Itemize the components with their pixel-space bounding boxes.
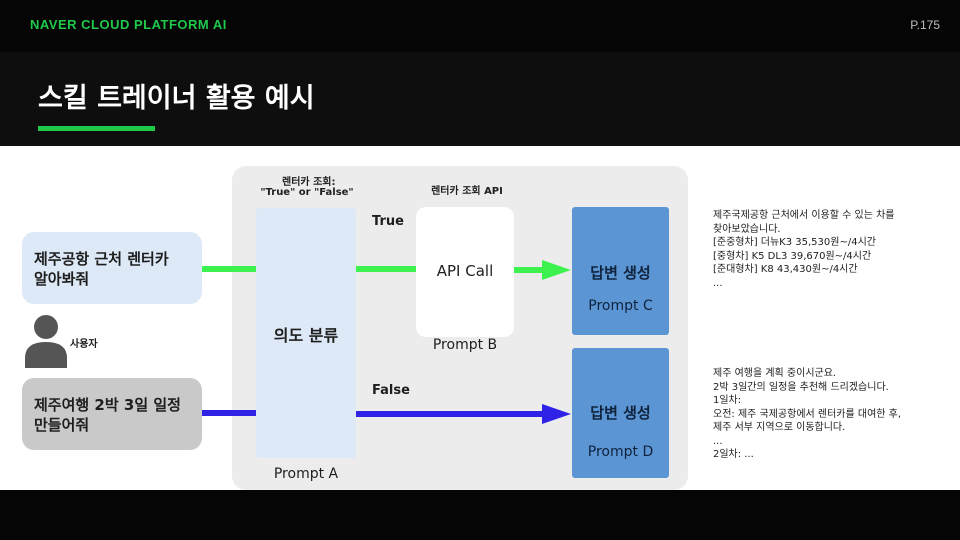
rental-response: 제주국제공항 근처에서 이용할 수 있는 차를 찾아보았습니다. [준중형차] … <box>713 209 895 290</box>
user-label: 사용자 <box>70 339 98 350</box>
trip-response-line: 제주 여행을 계획 중이시군요. <box>713 368 837 379</box>
user-query-bubble-1 <box>22 232 202 304</box>
prompt-d-label: Prompt D <box>587 444 654 460</box>
top-bar: NAVER CLOUD PLATFORM AI P.175 <box>0 0 960 52</box>
brand-label: NAVER CLOUD PLATFORM AI <box>30 17 227 32</box>
answer-box-c <box>572 207 669 335</box>
answer-box-d <box>572 348 669 478</box>
rental-response-line: ... <box>713 277 723 289</box>
intent-header-line-2: "True" or "False" <box>260 187 354 198</box>
user-query-1-line-2: 알아봐줘 <box>34 270 90 288</box>
user-query-bubble-2 <box>22 378 202 450</box>
rental-response-line: 찾아보았습니다. <box>713 223 781 235</box>
rental-response-line: [준대형차] K8 43,430원~/4시간 <box>713 264 858 275</box>
intent-header-line-1: 렌터카 조회: <box>282 177 336 188</box>
page-number: P.175 <box>910 18 940 32</box>
api-header: 렌터카 조회 API <box>431 186 503 197</box>
true-label: True <box>372 214 404 229</box>
api-call-box <box>416 207 514 337</box>
user-query-2-line-2: 만들어줘 <box>34 416 90 434</box>
user-icon <box>25 315 67 368</box>
user-query-1: 제주공항 근처 렌터카 알아봐줘 <box>34 249 169 289</box>
title-underline <box>38 126 155 131</box>
intent-label: 의도 분류 <box>273 326 339 345</box>
slide-title: 스킬 트레이너 활용 예시 <box>38 83 315 114</box>
trip-response-line: ... <box>713 435 723 447</box>
user-query-2-line-1: 제주여행 2박 3일 일정 <box>34 396 181 414</box>
trip-response-line: 2박 3일간의 일정을 추천해 드리겠습니다. <box>713 381 889 393</box>
trip-response: 제주 여행을 계획 중이시군요. 2박 3일간의 일정을 추천해 드리겠습니다.… <box>713 367 901 462</box>
intent-classifier-box <box>256 208 356 458</box>
prompt-a-label: Prompt A <box>273 466 339 482</box>
user-query-2: 제주여행 2박 3일 일정 만들어줘 <box>34 395 181 435</box>
trip-response-line: 2일차: ... <box>713 449 754 460</box>
prompt-b-label: Prompt B <box>432 337 498 353</box>
rental-response-line: 제주국제공항 근처에서 이용할 수 있는 차를 <box>713 210 895 221</box>
answer-d-title: 답변 생성 <box>590 404 651 422</box>
rental-response-line: [중형차] K5 DL3 39,670원~/4시간 <box>713 250 872 262</box>
trip-response-line: 오전: 제주 국제공항에서 렌터카를 대여한 후, <box>713 408 902 420</box>
false-label: False <box>372 383 410 398</box>
trip-response-line: 1일차: <box>713 395 742 406</box>
trip-response-line: 제주 서부 지역으로 이동합니다. <box>713 422 846 433</box>
user-query-1-line-1: 제주공항 근처 렌터카 <box>34 250 169 268</box>
answer-c-title: 답변 생성 <box>590 264 651 282</box>
rental-response-line: [준중형차] 더뉴K3 35,530원~/4시간 <box>713 237 876 248</box>
bottom-bar <box>0 490 960 540</box>
prompt-c-label: Prompt C <box>588 298 653 314</box>
api-call-label: API Call <box>436 262 494 280</box>
